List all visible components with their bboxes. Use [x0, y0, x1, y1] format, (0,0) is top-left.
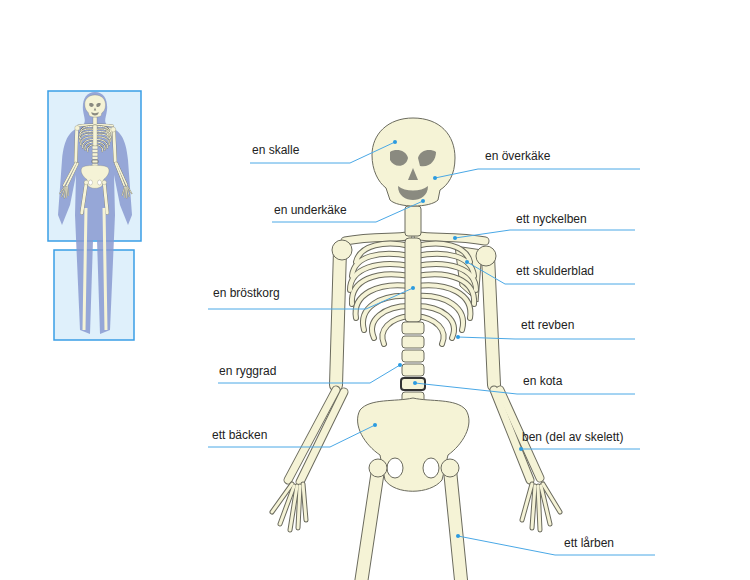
skeleton-part	[458, 536, 655, 555]
skeleton-part	[458, 337, 635, 339]
part-label: ben (del av skelett)	[522, 430, 623, 444]
skeleton-part	[84, 208, 106, 330]
skeleton-part	[208, 425, 375, 447]
part-label: en ryggrad	[219, 364, 276, 378]
skeleton-part	[208, 142, 655, 555]
skeleton-part	[58, 92, 132, 334]
skeleton-part	[250, 142, 395, 163]
part-label: ett nyckelben	[516, 212, 587, 226]
skeleton-part	[456, 335, 460, 339]
skeleton-part	[373, 140, 523, 538]
skeleton-part	[413, 381, 417, 385]
part-label: en skalle	[252, 143, 299, 157]
skeleton-part	[455, 230, 635, 238]
skeleton-part	[421, 199, 425, 203]
skeleton-part	[465, 260, 469, 264]
skeleton-part	[272, 118, 560, 580]
skeleton-part	[521, 449, 640, 450]
skeleton-part	[398, 363, 402, 367]
skeleton-part	[435, 169, 640, 178]
skeleton-part	[453, 236, 457, 240]
skeleton-part	[218, 365, 400, 383]
part-label: ett bäcken	[212, 428, 267, 442]
skeleton-part	[467, 262, 635, 284]
part-label: en kota	[523, 374, 562, 388]
skeleton-part	[272, 201, 423, 222]
skeleton-part	[519, 447, 523, 451]
skeleton-part	[60, 95, 132, 213]
part-label: en underkäke	[274, 203, 347, 217]
skeleton-part	[54, 250, 134, 340]
skeleton-part	[456, 534, 460, 538]
skeleton-part	[373, 423, 377, 427]
part-label: ett lårben	[564, 536, 614, 550]
skeleton-part	[393, 140, 397, 144]
skeleton-part	[411, 286, 415, 290]
part-label: en överkäke	[485, 149, 550, 163]
part-label: ett skulderblad	[516, 264, 594, 278]
part-label: ett revben	[521, 318, 574, 332]
part-label: en bröstkorg	[213, 286, 280, 300]
skeleton-part	[433, 176, 437, 180]
